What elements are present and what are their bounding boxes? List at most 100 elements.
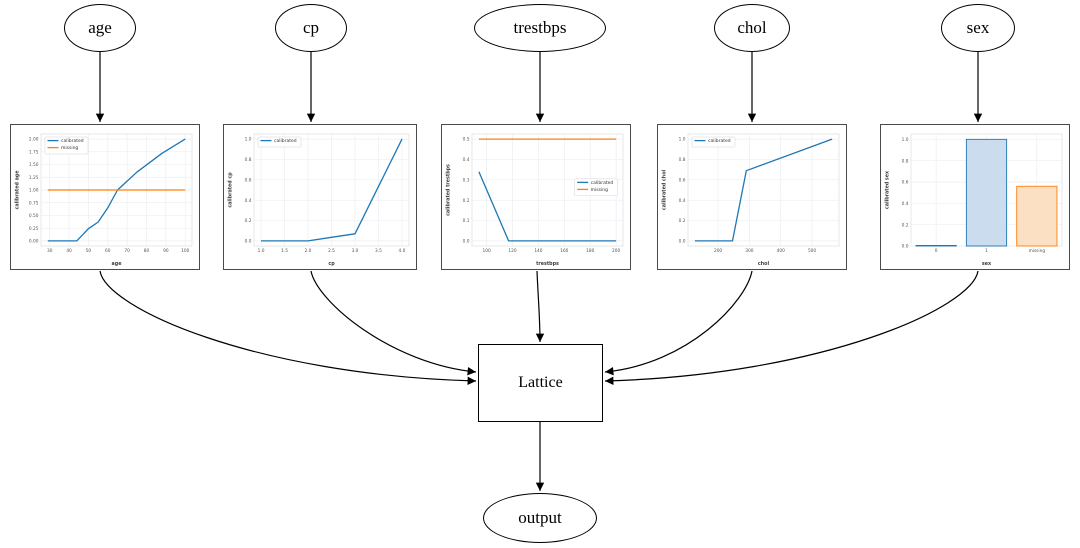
svg-text:400: 400 bbox=[777, 248, 785, 254]
edge-sex-to-lattice bbox=[604, 270, 979, 385]
svg-text:1.00: 1.00 bbox=[29, 188, 39, 194]
svg-text:0.5: 0.5 bbox=[463, 137, 470, 143]
svg-text:90: 90 bbox=[163, 248, 169, 254]
svg-text:1.0: 1.0 bbox=[258, 248, 265, 254]
node-lattice-label: Lattice bbox=[518, 374, 563, 391]
svg-text:180: 180 bbox=[586, 248, 594, 254]
svg-text:calibrated: calibrated bbox=[708, 138, 731, 144]
svg-text:0.8: 0.8 bbox=[902, 158, 909, 164]
svg-text:0.0: 0.0 bbox=[679, 239, 686, 245]
svg-text:200: 200 bbox=[612, 248, 620, 254]
node-age-label: age bbox=[88, 18, 112, 37]
svg-text:100: 100 bbox=[181, 248, 189, 254]
svg-text:0.2: 0.2 bbox=[902, 222, 909, 228]
svg-text:missing: missing bbox=[61, 145, 78, 151]
svg-text:4.0: 4.0 bbox=[399, 248, 406, 254]
node-cp-label: cp bbox=[302, 18, 320, 37]
svg-text:200: 200 bbox=[714, 248, 722, 254]
svg-text:50: 50 bbox=[86, 248, 92, 254]
svg-text:missing: missing bbox=[1029, 248, 1046, 254]
svg-text:0.4: 0.4 bbox=[902, 201, 909, 207]
svg-text:calibrated cp: calibrated cp bbox=[228, 172, 234, 208]
svg-text:0.8: 0.8 bbox=[245, 157, 252, 163]
svg-text:0.8: 0.8 bbox=[679, 157, 686, 163]
svg-text:3.0: 3.0 bbox=[352, 248, 359, 254]
svg-text:0.00: 0.00 bbox=[29, 239, 39, 245]
svg-text:0.3: 0.3 bbox=[463, 177, 470, 183]
edge-chol-to-lattice bbox=[604, 270, 753, 376]
svg-text:0.2: 0.2 bbox=[245, 218, 252, 224]
node-trestbps-label: trestbps bbox=[513, 18, 567, 37]
svg-text:1.0: 1.0 bbox=[679, 137, 686, 143]
edge-cp-to-lattice bbox=[310, 270, 477, 376]
calibrator-chart-age: 30 40 50 60 70 80 90 100 0.00 0.25 0.50 0.75 1.00 1.2… bbox=[10, 124, 200, 270]
svg-text:age: age bbox=[112, 262, 123, 267]
calibrator-chart-chol: 200 300 400 500 0.0 0.2 0.4 0.6 0.8 1.0 chol calibr… bbox=[657, 124, 847, 270]
svg-text:80: 80 bbox=[144, 248, 150, 254]
svg-text:calibrated: calibrated bbox=[274, 138, 297, 144]
svg-text:calibrated chol: calibrated chol bbox=[662, 170, 668, 211]
node-lattice: Lattice bbox=[478, 344, 603, 422]
svg-text:1.5: 1.5 bbox=[281, 248, 288, 254]
svg-text:60: 60 bbox=[105, 248, 111, 254]
edge-trestbps-to-lattice bbox=[535, 270, 545, 343]
svg-text:0.75: 0.75 bbox=[29, 200, 39, 206]
svg-text:2.5: 2.5 bbox=[328, 248, 335, 254]
svg-text:0.2: 0.2 bbox=[679, 218, 686, 224]
svg-text:140: 140 bbox=[534, 248, 542, 254]
svg-text:1.0: 1.0 bbox=[902, 137, 909, 143]
svg-text:sex: sex bbox=[982, 262, 992, 267]
node-cp: cp bbox=[275, 4, 347, 52]
svg-text:0.50: 0.50 bbox=[29, 213, 39, 219]
svg-text:2.00: 2.00 bbox=[29, 137, 39, 143]
svg-text:0.4: 0.4 bbox=[679, 198, 686, 204]
node-age: age bbox=[64, 4, 136, 52]
svg-text:calibrated: calibrated bbox=[591, 180, 614, 186]
svg-text:0.6: 0.6 bbox=[245, 177, 252, 183]
svg-text:300: 300 bbox=[745, 248, 753, 254]
svg-text:chol: chol bbox=[758, 261, 770, 267]
chart-svg: 30 40 50 60 70 80 90 100 0.00 0.25 0.50 0.75 1.00 1.2… bbox=[15, 133, 193, 267]
svg-text:100: 100 bbox=[483, 248, 491, 254]
svg-text:1.50: 1.50 bbox=[29, 162, 39, 168]
node-sex-label: sex bbox=[966, 18, 990, 37]
svg-text:0.2: 0.2 bbox=[463, 198, 470, 204]
svg-text:0.6: 0.6 bbox=[679, 177, 686, 183]
svg-text:0.4: 0.4 bbox=[245, 198, 252, 204]
svg-text:0.6: 0.6 bbox=[902, 180, 909, 186]
svg-text:0.25: 0.25 bbox=[29, 226, 39, 232]
svg-text:40: 40 bbox=[66, 248, 72, 254]
node-output: output bbox=[483, 493, 597, 543]
svg-text:calibrated trestbps: calibrated trestbps bbox=[446, 164, 452, 216]
svg-text:0.4: 0.4 bbox=[463, 157, 470, 163]
chart-svg: 200 300 400 500 0.0 0.2 0.4 0.6 0.8 1.0 chol calibr… bbox=[662, 133, 840, 267]
svg-text:2.0: 2.0 bbox=[305, 248, 312, 254]
svg-text:0.1: 0.1 bbox=[463, 218, 470, 224]
svg-text:missing: missing bbox=[591, 187, 608, 193]
svg-text:1: 1 bbox=[985, 248, 988, 254]
node-chol-label: chol bbox=[737, 18, 767, 37]
svg-text:1.75: 1.75 bbox=[29, 149, 39, 155]
svg-text:3.5: 3.5 bbox=[375, 248, 382, 254]
svg-text:calibrated sex: calibrated sex bbox=[885, 170, 891, 209]
node-output-label: output bbox=[518, 508, 562, 527]
svg-text:0.0: 0.0 bbox=[245, 239, 252, 245]
node-trestbps: trestbps bbox=[474, 4, 606, 52]
node-chol: chol bbox=[714, 4, 790, 52]
svg-text:30: 30 bbox=[47, 248, 53, 254]
svg-text:500: 500 bbox=[808, 248, 816, 254]
svg-text:calibrated age: calibrated age bbox=[15, 170, 21, 210]
node-sex: sex bbox=[941, 4, 1015, 52]
svg-text:calibrated: calibrated bbox=[61, 138, 84, 144]
svg-text:160: 160 bbox=[560, 248, 568, 254]
svg-text:70: 70 bbox=[124, 248, 130, 254]
svg-text:cp: cp bbox=[328, 262, 335, 267]
svg-text:0: 0 bbox=[935, 248, 938, 254]
svg-text:1.25: 1.25 bbox=[29, 175, 39, 181]
